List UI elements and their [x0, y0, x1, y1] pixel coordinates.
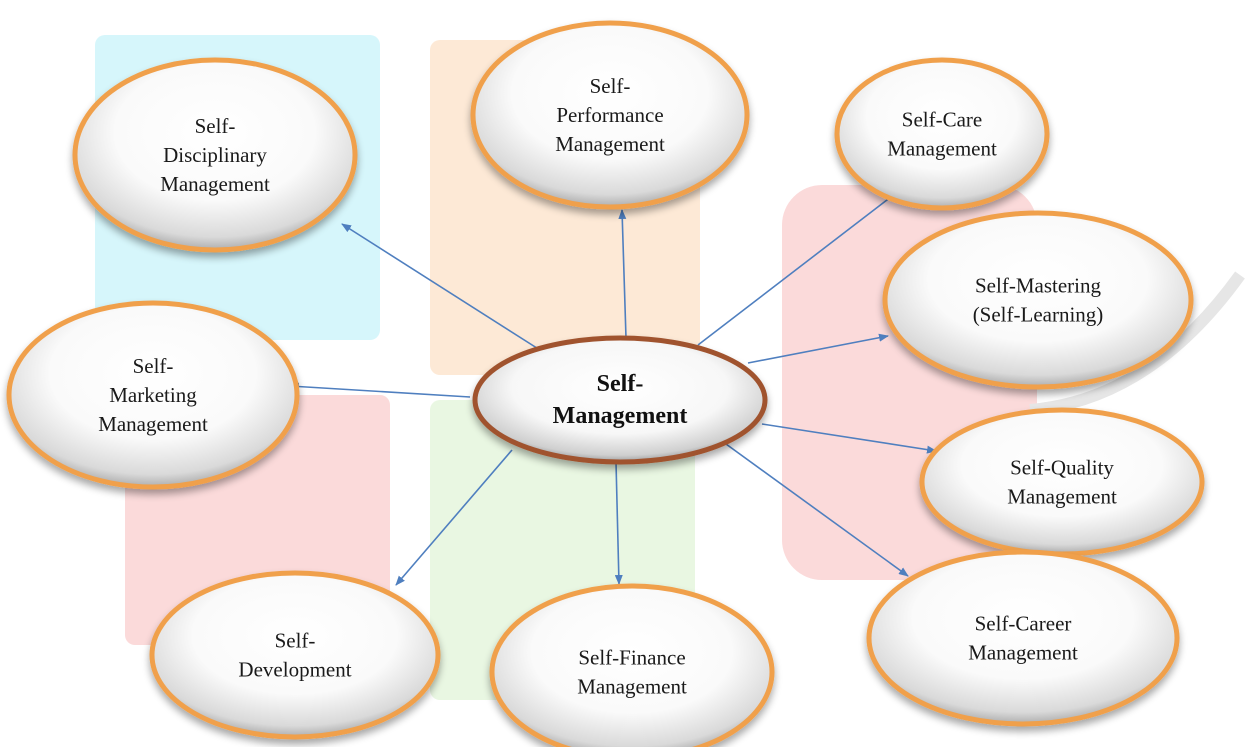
- node-label-line: Self-Quality: [1010, 456, 1114, 480]
- node-ellipse: [72, 57, 358, 253]
- node-ellipse: [472, 335, 768, 465]
- node-label-line: Management: [160, 172, 270, 196]
- node-label-line: Development: [238, 658, 351, 682]
- node-label-line: Disciplinary: [163, 143, 267, 167]
- node-label-line: Management: [1007, 485, 1117, 509]
- arrow-to-self-career-management: [725, 443, 909, 577]
- node-label-line: Self-: [195, 114, 236, 138]
- arrow-to-self-performance-management: [618, 209, 627, 339]
- node-label-line: Management: [577, 675, 687, 699]
- node-self-management: Self- Management: [472, 335, 768, 465]
- node-ellipse: [919, 407, 1205, 557]
- node-label-line: Self-Care: [902, 108, 982, 132]
- node-label-line: (Self-Learning): [973, 303, 1104, 327]
- arrow-to-self-quality-management: [761, 423, 937, 454]
- node-label-line: Self-Finance: [578, 646, 685, 670]
- node-ellipse: [149, 570, 441, 740]
- node-ellipse: [866, 549, 1180, 727]
- node-label-line: Self-: [275, 629, 316, 653]
- node-ellipse: [489, 583, 775, 747]
- connector-arrows: [289, 192, 937, 586]
- node-self-development: Self- Development: [149, 570, 441, 740]
- node-label-line: Self-: [590, 74, 631, 98]
- node-ellipse: [882, 210, 1194, 390]
- node-label-line: Management: [887, 137, 997, 161]
- arrow-to-self-finance-management: [614, 461, 623, 585]
- node-label-line: Management: [553, 403, 688, 429]
- node-ellipse: [834, 57, 1050, 211]
- arrow-to-self-marketing-management: [289, 382, 471, 398]
- node-label-line: Marketing: [109, 383, 197, 407]
- node-label-line: Self-: [597, 371, 644, 397]
- node-ellipse: [470, 20, 750, 210]
- watermark-gray-swoosh: [1029, 271, 1245, 416]
- node-label-line: Management: [98, 412, 208, 436]
- node-label-line: Self-Career: [975, 612, 1072, 636]
- node-ellipse: [6, 300, 300, 490]
- node-label-line: Management: [555, 132, 665, 156]
- node-label-line: Performance: [556, 103, 663, 127]
- arrow-to-self-care-management: [697, 192, 897, 346]
- node-label-line: Management: [968, 641, 1078, 665]
- node-self-mastering: Self-Mastering (Self-Learning): [882, 210, 1194, 390]
- arrow-to-self-disciplinary-management: [341, 223, 541, 351]
- node-label-line: Self-Mastering: [975, 274, 1101, 298]
- concept-nodes: Self-DisciplinaryManagementSelf-Performa…: [6, 20, 1205, 747]
- arrow-to-self-mastering: [747, 333, 889, 364]
- arrow-to-self-development: [395, 449, 513, 586]
- node-label-line: Self-: [133, 354, 174, 378]
